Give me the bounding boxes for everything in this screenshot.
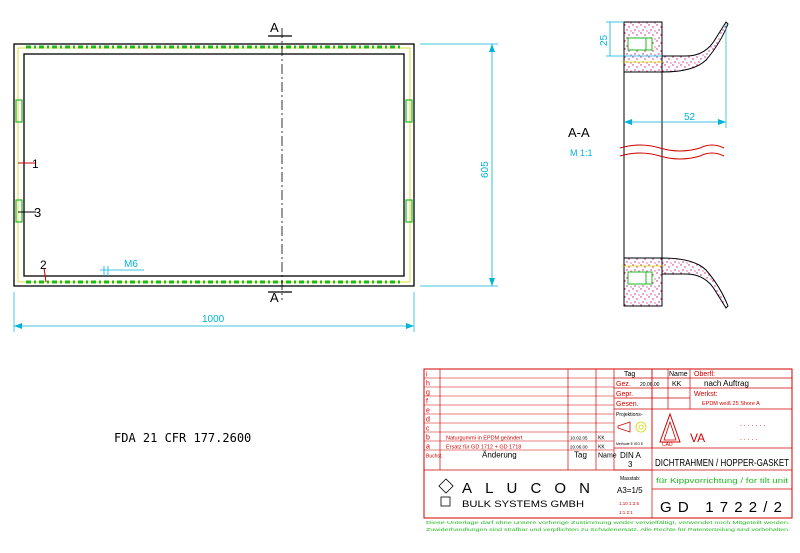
dim-width: 1000 <box>202 314 225 325</box>
title-de: DICHTRAHMEN / HOPPER-GASKET <box>655 458 789 469</box>
oberfl-label: Oberfl: <box>694 371 715 378</box>
section-mark-top: A <box>270 20 279 35</box>
frame-inner <box>23 53 405 277</box>
scale-sub-1: 1:10 1:2.5 <box>619 501 640 506</box>
massstab-label: Masstab: <box>620 476 640 482</box>
va-label: VA <box>690 431 705 445</box>
rev-key: g <box>426 390 430 397</box>
projektions-label: Projektions- <box>616 412 643 418</box>
gesen-label: Gesen. <box>616 401 639 408</box>
din-label: DIN A <box>620 451 642 460</box>
alucon-logo-icon <box>438 478 454 494</box>
frame-outer <box>13 43 415 287</box>
section-scale: M 1:1 <box>570 148 593 158</box>
dots-1: . . . . . . . <box>740 421 765 428</box>
hdr-tag: Tag <box>624 371 635 378</box>
drawing-number: GD 1722/2 <box>660 499 782 516</box>
dim-52: 52 <box>684 112 696 123</box>
front-view: A A 1 3 2 M6 1000 605 <box>13 20 498 332</box>
gez-name: KK <box>672 381 682 388</box>
bolt-marks-left <box>15 99 23 223</box>
break-line-1 <box>619 144 725 152</box>
rev-key: b <box>426 435 430 442</box>
rev-key: a <box>426 444 430 451</box>
rev-text: Ersatz für GD 1712 + GD 1718 <box>446 445 521 451</box>
hdr-name: Name <box>669 371 688 378</box>
dim-height: 605 <box>480 161 491 178</box>
fda-note: FDA 21 CFR 177.2600 <box>114 431 251 445</box>
leader-2 <box>43 267 47 283</box>
insert-bottom <box>627 271 653 285</box>
item-3: 3 <box>34 205 41 220</box>
gez-date: 20.06.00 <box>640 382 660 388</box>
projection-cone-icon <box>617 421 631 433</box>
rev-date: Tag <box>574 451 587 460</box>
insert-top <box>627 37 653 51</box>
frame-centerline <box>17 47 411 283</box>
profile-bottom-lip <box>661 257 729 309</box>
rev-by: Name <box>598 453 617 460</box>
scale-main: A3=1/5 <box>617 486 643 495</box>
oberfl-value: nach Auftrag <box>704 379 749 388</box>
cad-label: CAD <box>662 442 673 448</box>
methode-label: Methode E ISO E <box>616 442 644 446</box>
din-num: 3 <box>628 460 633 469</box>
rev-key: d <box>426 417 430 424</box>
gepr-label: Gepr. <box>616 391 633 398</box>
rev-by: KK <box>598 436 605 442</box>
rev-date: 20.06.00 <box>570 445 588 450</box>
legal-note-1: Diese Unterlage darf ohne unsere vorheri… <box>426 520 790 525</box>
rev-key: f <box>426 399 428 406</box>
thread-label: M6 <box>124 259 138 270</box>
projection-circle-icon <box>635 421 647 433</box>
rev-text: Naturgummi in EPDM geändert <box>446 436 523 442</box>
title-en: für Kippvorrichtung / for tilt unit <box>656 478 788 485</box>
rev-key: i <box>426 372 428 379</box>
dim-25: 25 <box>599 34 610 46</box>
dots-2: . . . . . <box>740 435 758 442</box>
gez-label: Gez. <box>616 381 631 388</box>
section-mark-bottom: A <box>270 290 279 305</box>
item-1: 1 <box>32 157 39 171</box>
rev-key: c <box>426 426 430 433</box>
company-name: ALUCON <box>462 480 590 497</box>
rev-text: Änderung <box>482 451 517 460</box>
rev-key: Buchst. <box>426 454 443 460</box>
scale-sub-2: 1:1 2:1 <box>619 510 633 515</box>
alucon-logo-square-icon <box>440 496 451 507</box>
werkst-value: EPDM weiß 25 Shore A <box>702 401 760 407</box>
profile-top-lip <box>661 21 729 73</box>
item-2: 2 <box>40 258 47 272</box>
cad-logo-icon <box>659 412 681 443</box>
section-label: A-A <box>568 125 590 140</box>
rev-by: KK <box>598 445 605 451</box>
break-line-2 <box>619 152 725 160</box>
bolt-marks-right <box>405 99 413 223</box>
company-sub: BULK SYSTEMS GMBH <box>462 499 584 509</box>
rev-date: 10.02.05 <box>570 436 588 441</box>
rev-key: e <box>426 408 430 415</box>
legal-note-2: Zuwiderhandlungen sind strafbar und verp… <box>426 527 790 532</box>
werkst-label: Werkst: <box>694 391 718 398</box>
rev-key: h <box>426 381 430 388</box>
section-view: A-A M 1:1 25 52 <box>568 21 729 309</box>
